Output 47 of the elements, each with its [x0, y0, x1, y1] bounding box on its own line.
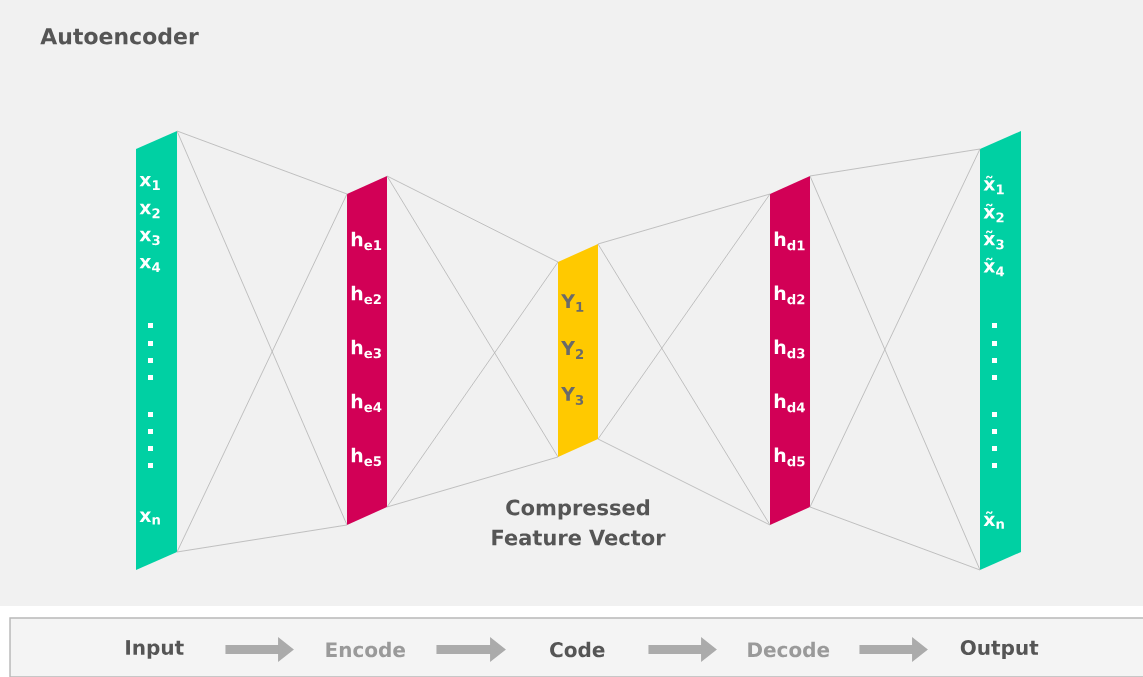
variable-label: h$_{e2}$	[351, 285, 381, 305]
connection-line	[597, 438, 771, 526]
connection-line	[386, 175, 559, 263]
step-label: Encode	[326, 641, 405, 658]
connection-line	[176, 130, 348, 195]
variable-label: h$_{e1}$	[351, 231, 382, 251]
step-label: Decode	[748, 641, 830, 658]
connection-line	[809, 148, 981, 177]
variable-label: x$_{4}$	[139, 257, 161, 273]
step-label: Output	[960, 640, 1039, 659]
variable-label: h$_{e4}$	[351, 393, 382, 413]
step-label: Code	[550, 641, 605, 658]
variable-label: x$_{n}$	[139, 511, 160, 525]
variable-label: h$_{d1}$	[774, 231, 805, 251]
connection-line	[597, 193, 771, 440]
variable-label: x̃$_{4}$	[983, 257, 1005, 277]
variable-label: h$_{e3}$	[351, 339, 381, 359]
variable-label: h$_{d2}$	[774, 285, 805, 305]
variable-label: x$_{1}$	[139, 175, 160, 191]
variable-label: x$_{3}$	[139, 230, 160, 246]
variable-label: x̃$_{n}$	[983, 511, 1004, 529]
connection-line	[809, 506, 981, 571]
step-label: Input	[126, 640, 184, 659]
connection-line	[386, 261, 559, 508]
connection-line	[176, 524, 348, 553]
variable-label: h$_{d5}$	[774, 447, 805, 467]
variable-label: Y$_{1}$	[561, 294, 584, 312]
variable-label: Y$_{2}$	[561, 341, 584, 359]
variable-label: x̃$_{2}$	[983, 203, 1004, 223]
variable-label: x$_{2}$	[139, 203, 160, 219]
connection-line	[176, 130, 348, 526]
connection-line	[597, 193, 771, 245]
title: Autoencoder	[40, 27, 199, 45]
connection-line	[176, 193, 348, 553]
variable-label: x̃$_{1}$	[983, 175, 1004, 195]
variable-label: h$_{d3}$	[774, 339, 805, 359]
step-band	[9, 617, 1143, 677]
connection-line	[386, 175, 559, 458]
connection-line	[809, 148, 981, 508]
variable-label: x̃$_{3}$	[983, 230, 1004, 250]
variable-label: h$_{e5}$	[351, 447, 382, 467]
variable-label: Y$_{3}$	[561, 387, 584, 405]
variable-label: h$_{d4}$	[774, 393, 805, 413]
connection-line	[386, 456, 559, 508]
connection-line	[809, 175, 981, 571]
caption-text: Compressed Feature Vector	[492, 499, 666, 546]
connection-line	[597, 243, 771, 526]
